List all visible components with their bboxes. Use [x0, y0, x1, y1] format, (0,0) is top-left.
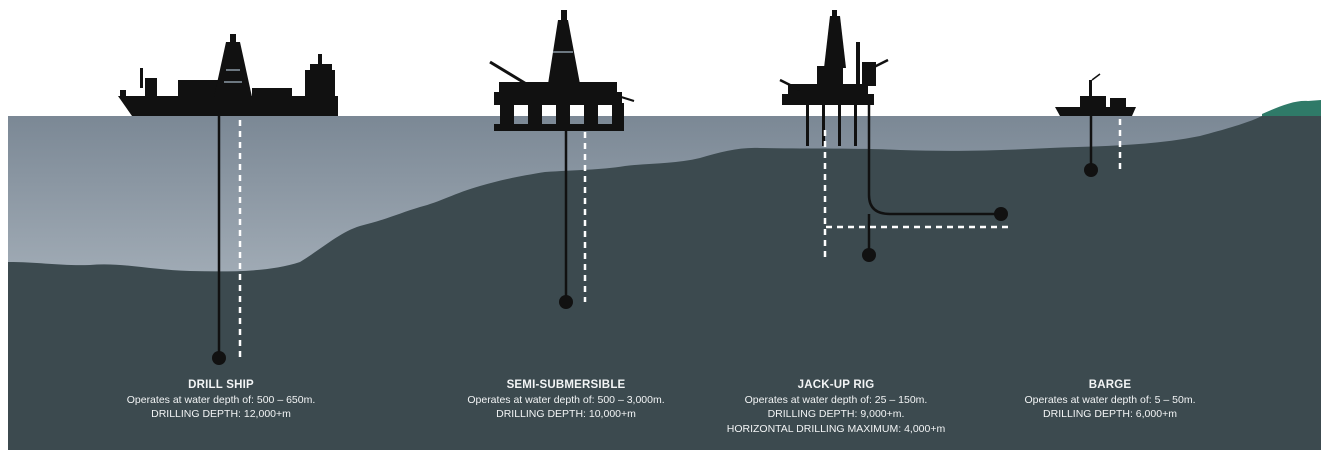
barge-drilling-depth: DRILLING DEPTH: 6,000+m	[1043, 408, 1177, 420]
drill-ship-title: DRILL SHIP	[188, 379, 254, 391]
semi-submersible-icon	[489, 10, 635, 131]
semi-submersible-drilling-depth: DRILLING DEPTH: 10,000+m	[496, 408, 636, 420]
jack-up-rig-horizontal-drill-bit	[994, 207, 1008, 221]
drill-ship-icon	[118, 34, 338, 116]
jack-up-rig-caption: JACK-UP RIG Operates at water depth of: …	[676, 378, 996, 436]
semi-submersible-caption: SEMI-SUBMERSIBLE Operates at water depth…	[406, 378, 726, 422]
drill-ship-drilling-depth: DRILLING DEPTH: 12,000+m	[151, 408, 291, 420]
barge-water-depth: Operates at water depth of: 5 – 50m.	[1024, 393, 1196, 406]
jack-up-rig-water-depth: Operates at water depth of: 25 – 150m.	[744, 393, 928, 406]
barge-title: BARGE	[1088, 379, 1132, 391]
barge-caption: BARGE Operates at water depth of: 5 – 50…	[950, 378, 1270, 422]
jack-up-rig-horizontal-maximum: HORIZONTAL DRILLING MAXIMUM: 4,000+m	[726, 422, 946, 435]
drill-ship-caption: DRILL SHIP Operates at water depth of: 5…	[61, 378, 381, 422]
drill-ship-water-depth: Operates at water depth of: 500 – 650m.	[126, 393, 316, 406]
jack-up-rig-horizontal-drill-string	[867, 104, 1000, 216]
coastline-land	[1262, 100, 1321, 116]
jack-up-rig-title: JACK-UP RIG	[797, 379, 875, 391]
jack-up-rig-icon	[779, 10, 889, 146]
jack-up-rig-drill-bit	[862, 248, 876, 262]
semi-submersible-drill-bit	[559, 295, 573, 309]
semi-submersible-title: SEMI-SUBMERSIBLE	[506, 379, 626, 391]
seabed	[8, 116, 1321, 450]
jack-up-rig-drilling-depth: DRILLING DEPTH: 9,000+m.	[767, 408, 905, 420]
drill-ship-drill-bit	[212, 351, 226, 365]
barge-icon	[1055, 73, 1136, 116]
barge-drill-bit	[1084, 163, 1098, 177]
semi-submersible-water-depth: Operates at water depth of: 500 – 3,000m…	[467, 393, 665, 406]
